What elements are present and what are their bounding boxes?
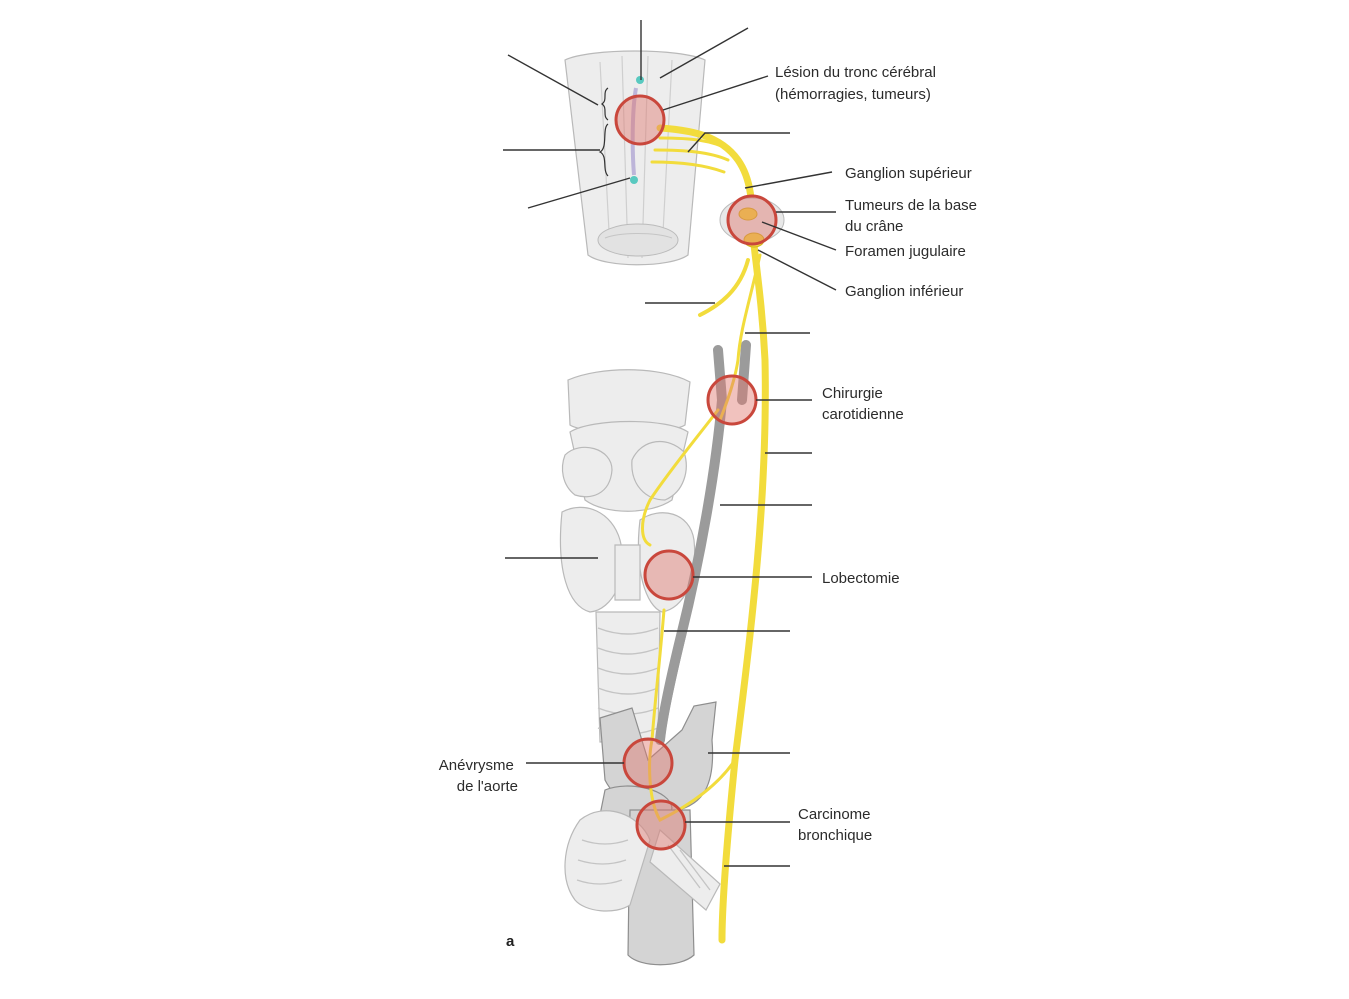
label-jugular-foramen: Foramen jugulaire (845, 243, 966, 260)
brainstem-illustration (564, 50, 706, 266)
trachea-illustration (595, 611, 661, 743)
panel-letter: a (506, 933, 515, 950)
label-superior-ganglion: Ganglion supérieur (845, 165, 972, 182)
lesion-circle-lobectomy (643, 549, 695, 601)
vagus-nerve (641, 124, 769, 944)
lesion-circle-skull-base (726, 194, 778, 246)
leader-lines (503, 20, 837, 867)
bronchi-illustration (564, 810, 721, 912)
label-brainstem-lesion: Lésion du tronc cérébral (hémorragies, t… (775, 64, 940, 103)
label-lobectomy: Lobectomie (822, 570, 900, 587)
lesion-circle-brainstem (614, 94, 666, 146)
carotid-arteries (655, 340, 751, 745)
lesion-circle-aorta (622, 737, 674, 789)
lesion-circle-carotid (706, 374, 758, 426)
label-inferior-ganglion: Ganglion inférieur (845, 283, 963, 300)
label-skull-base-tumors: Tumeurs de la base du crâne (845, 197, 981, 235)
label-aortic-aneurysm: Anévrysme de l'aorte (439, 757, 518, 795)
lesion-circle-bronchial (635, 799, 687, 851)
label-carotid-surgery: Chirurgie carotidienne (822, 385, 904, 423)
label-bronchial-carcinoma: Carcinome bronchique (798, 806, 875, 844)
